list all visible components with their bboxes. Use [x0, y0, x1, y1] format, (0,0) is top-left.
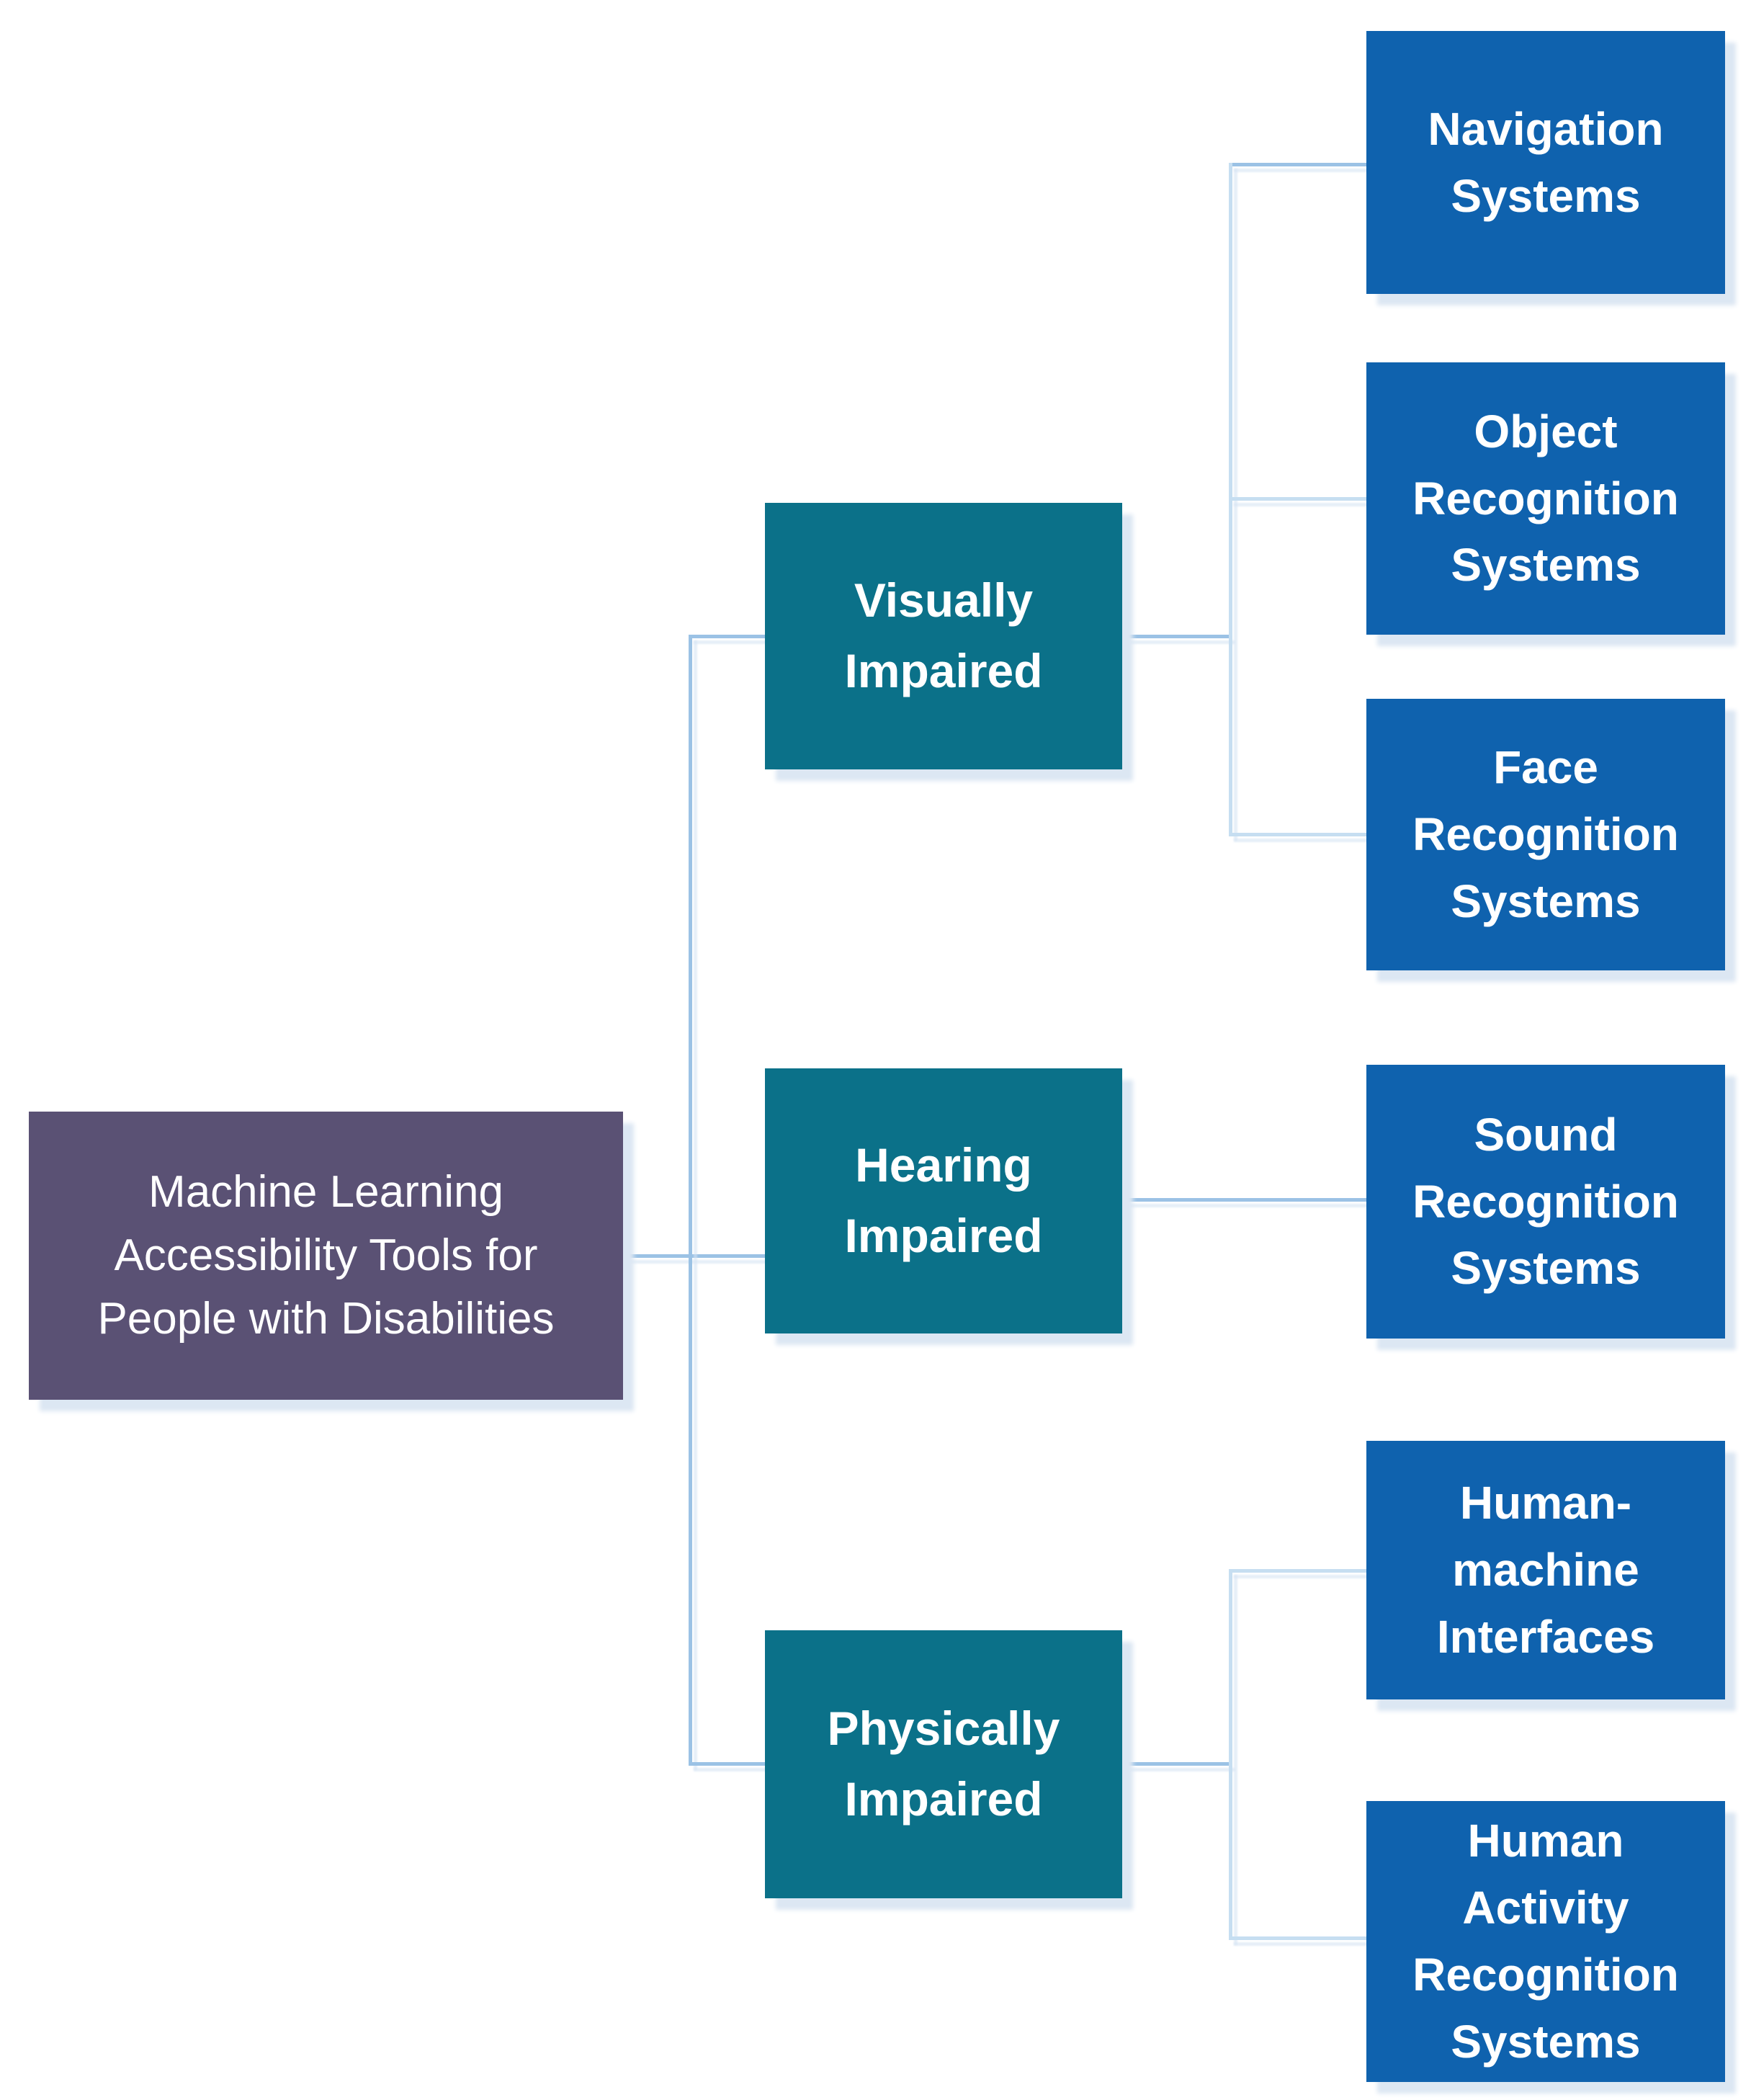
node-human-machine-interfaces-label: Human- machine Interfaces [1436, 1477, 1655, 1663]
connector-root-to-hearing [623, 1254, 765, 1258]
connector-to-face-recognition [1229, 833, 1366, 836]
node-visually-impaired-label: Visually Impaired [844, 573, 1043, 697]
connector-physically-fan-vertical [1229, 1569, 1232, 1939]
connector-to-navigation [1229, 163, 1366, 166]
node-navigation-systems-label: Navigation Systems [1428, 102, 1664, 222]
connector-to-human-machine-interfaces [1229, 1569, 1366, 1573]
node-human-machine-interfaces: Human- machine Interfaces [1366, 1441, 1725, 1699]
node-physically-impaired-label: Physically Impaired [827, 1702, 1060, 1826]
node-human-activity-recognition-systems: Human Activity Recognition Systems [1366, 1801, 1725, 2082]
node-face-recognition-systems: Face Recognition Systems [1366, 699, 1725, 970]
node-physically-impaired: Physically Impaired [765, 1630, 1122, 1898]
connector-trunk-to-visually [689, 635, 765, 638]
node-object-recognition-systems: Object Recognition Systems [1366, 362, 1725, 635]
node-object-recognition-systems-label: Object Recognition Systems [1412, 405, 1679, 591]
node-visually-impaired: Visually Impaired [765, 503, 1122, 769]
connector-visually-out [1122, 635, 1230, 638]
connector-root-trunk-vertical [689, 635, 692, 1764]
node-face-recognition-systems-label: Face Recognition Systems [1412, 741, 1679, 927]
node-sound-recognition-systems-label: Sound Recognition Systems [1412, 1108, 1679, 1295]
node-hearing-impaired-label: Hearing Impaired [844, 1138, 1043, 1262]
node-navigation-systems: Navigation Systems [1366, 31, 1725, 294]
connector-to-human-activity-recognition [1229, 1936, 1366, 1940]
node-sound-recognition-systems: Sound Recognition Systems [1366, 1065, 1725, 1339]
connector-physically-out [1122, 1762, 1230, 1766]
connector-to-object-recognition [1229, 497, 1366, 501]
connector-trunk-to-physically [689, 1762, 765, 1766]
node-hearing-impaired: Hearing Impaired [765, 1068, 1122, 1333]
connector-hearing-to-sound [1122, 1198, 1366, 1202]
node-root-label: Machine Learning Accessibility Tools for… [97, 1166, 555, 1344]
node-root: Machine Learning Accessibility Tools for… [29, 1112, 623, 1400]
node-human-activity-recognition-systems-label: Human Activity Recognition Systems [1412, 1815, 1679, 2068]
